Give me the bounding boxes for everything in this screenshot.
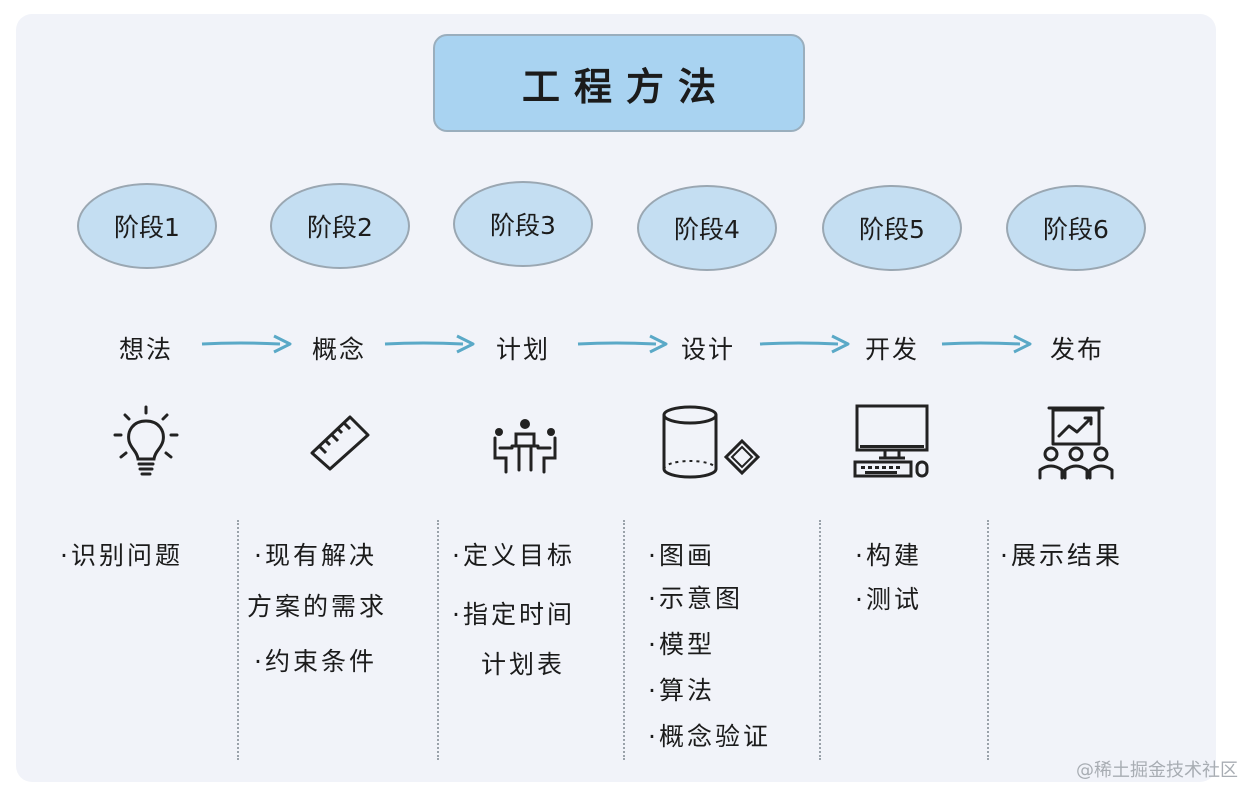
computer-icon xyxy=(853,404,929,478)
list-item: 计划表 xyxy=(481,650,566,679)
list-item: ·构建 xyxy=(855,541,922,570)
list-item: ·现有解决 xyxy=(254,541,377,570)
list-item: ·展示结果 xyxy=(1000,541,1123,570)
list-item: ·测试 xyxy=(855,585,922,614)
arrow-4-to-5 xyxy=(759,334,850,354)
stage-5-ellipse: 阶段5 xyxy=(822,185,962,271)
column-divider-3 xyxy=(623,520,625,760)
list-item: ·模型 xyxy=(648,630,715,659)
list-item: 方案的需求 xyxy=(247,592,388,621)
phase-label-5: 开发 xyxy=(864,335,919,364)
list-item: ·识别问题 xyxy=(60,541,183,570)
list-item: ·图画 xyxy=(648,541,715,570)
diagram-card xyxy=(16,14,1216,782)
stage-4-ellipse: 阶段4 xyxy=(637,185,777,271)
stage-6-ellipse: 阶段6 xyxy=(1006,185,1146,271)
list-item: ·指定时间 xyxy=(452,600,575,629)
arrow-5-to-6 xyxy=(941,334,1032,354)
column-divider-1 xyxy=(237,520,239,760)
column-divider-4 xyxy=(819,520,821,760)
list-item: ·算法 xyxy=(648,676,715,705)
phase-label-3: 计划 xyxy=(495,335,550,364)
list-item: ·概念验证 xyxy=(648,722,771,751)
stage-1-ellipse: 阶段1 xyxy=(77,183,217,269)
list-item: ·定义目标 xyxy=(452,541,575,570)
column-divider-2 xyxy=(437,520,439,760)
phase-label-4: 设计 xyxy=(680,335,735,364)
stage-3-ellipse: 阶段3 xyxy=(453,181,593,267)
column-divider-5 xyxy=(987,520,989,760)
watermark: @稀土掘金技术社区 xyxy=(1076,760,1238,781)
phase-label-1: 想法 xyxy=(118,335,173,364)
arrow-3-to-4 xyxy=(577,334,668,354)
phase-label-2: 概念 xyxy=(311,335,366,364)
list-item: ·示意图 xyxy=(648,584,743,613)
arrow-2-to-3 xyxy=(384,334,475,354)
diagram-title: 工程方法 xyxy=(433,34,805,132)
ruler-icon xyxy=(310,415,370,471)
presentation-icon xyxy=(1038,406,1114,480)
cylinder-shape-icon xyxy=(662,405,761,479)
stage-2-ellipse: 阶段2 xyxy=(270,183,410,269)
list-item: ·约束条件 xyxy=(254,647,377,676)
meeting-icon xyxy=(493,419,557,474)
lightbulb-icon xyxy=(113,405,179,476)
phase-label-6: 发布 xyxy=(1049,335,1104,364)
arrow-1-to-2 xyxy=(201,334,292,354)
